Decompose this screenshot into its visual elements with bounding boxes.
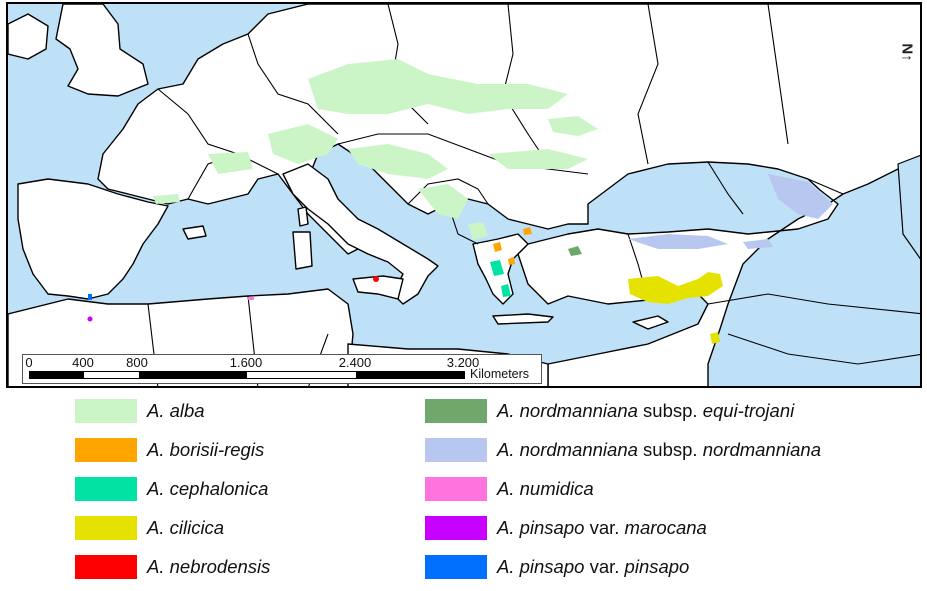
legend-rank: subsp. (643, 399, 698, 421)
legend-species: A. nebrodensis (147, 555, 271, 577)
legend-species: A. nordmanniana (497, 438, 638, 460)
legend-infraspecific: nordmanniana (702, 438, 821, 460)
balearics (182, 225, 207, 240)
great-britain (55, 4, 149, 97)
distribution-equi-trojani (568, 246, 582, 256)
legend-item: A. pinsapo var. pinsapo (425, 550, 821, 583)
scalebar-tick: 800 (126, 355, 148, 370)
legend-species: A. nordmanniana (497, 399, 638, 421)
corsica (297, 206, 309, 227)
legend-swatch (75, 398, 137, 423)
scalebar-tick: 2.400 (338, 355, 372, 370)
distribution-nordmanniana (628, 174, 833, 249)
legend-species: A. cilicica (147, 516, 225, 538)
scalebar-segment (247, 372, 356, 378)
scalebar-bar (29, 371, 465, 379)
legend-rank: var. (589, 555, 620, 577)
legend-label: A. nordmanniana subsp. nordmanniana (497, 439, 821, 461)
legend-item: A. borisii-regis (75, 433, 270, 466)
legend-item: A. cephalonica (75, 472, 270, 505)
scalebar-tick: 0 (25, 355, 33, 370)
scalebar-unit: Kilometers (470, 367, 530, 381)
legend-swatch (75, 515, 137, 540)
scalebar-segment (138, 372, 247, 378)
legend-label: A. pinsapo var. marocana (497, 517, 707, 539)
scalebar-tick: 400 (72, 355, 94, 370)
legend-label: A. cephalonica (147, 478, 268, 500)
distribution-nebrodensis (373, 276, 379, 282)
legend-species: A. pinsapo (497, 555, 585, 577)
legend-swatch (75, 554, 137, 579)
legend-swatch (425, 515, 487, 540)
legend-infraspecific: marocana (624, 516, 707, 538)
scalebar-segment (84, 372, 139, 378)
italy (282, 163, 439, 305)
legend-swatch (425, 476, 487, 501)
distribution-alba (153, 59, 598, 240)
legend-rank: var. (589, 516, 620, 538)
scalebar-segment (355, 372, 464, 378)
north-arrow-icon: N↑ (898, 43, 916, 62)
legend-label: A. cilicica (147, 517, 224, 539)
legend-species: A. borisii-regis (147, 438, 265, 460)
scalebar: 0 400 800 1.600 2.400 3.200 Kilometers (22, 354, 542, 384)
legend-swatch (75, 476, 137, 501)
legend: A. alba A. borisii-regis A. cephalonica A. … (0, 394, 927, 591)
legend-swatch (425, 398, 487, 423)
distribution-marocana (87, 316, 93, 322)
legend-swatch (425, 437, 487, 462)
legend-item: A. numidica (425, 472, 821, 505)
legend-item: A. nordmanniana subsp. equi-trojani (425, 394, 821, 427)
legend-label: A. alba (147, 400, 205, 422)
legend-swatch (425, 554, 487, 579)
scalebar-tick: 3.200 (446, 355, 480, 370)
ireland (8, 13, 49, 60)
legend-rank: subsp. (643, 438, 698, 460)
north-label: N (898, 43, 916, 55)
sardinia (292, 231, 313, 270)
distribution-pinsapo (88, 294, 92, 300)
legend-item: A. pinsapo var. marocana (425, 511, 821, 544)
cyprus (632, 315, 669, 330)
legend-species: A. numidica (497, 477, 594, 499)
legend-species: A. cephalonica (147, 477, 269, 499)
legend-species: A. alba (147, 399, 205, 421)
iberia (17, 178, 169, 300)
distribution-numidica (248, 297, 254, 300)
legend-item: A. cilicica (75, 511, 270, 544)
legend-swatch (75, 437, 137, 462)
europe-map (8, 4, 920, 386)
crete (492, 313, 554, 325)
legend-label: A. pinsapo var. pinsapo (497, 556, 689, 578)
distribution-borisii-regis (493, 227, 532, 265)
legend-label: A. borisii-regis (147, 439, 264, 461)
caspian-sea (897, 154, 920, 260)
legend-item: A. alba (75, 394, 270, 427)
legend-infraspecific: equi-trojani (702, 399, 795, 421)
legend-label: A. numidica (497, 478, 594, 500)
legend-infraspecific: pinsapo (624, 555, 690, 577)
legend-species: A. pinsapo (497, 516, 585, 538)
legend-label: A. nebrodensis (147, 556, 270, 578)
legend-item: A. nordmanniana subsp. nordmanniana (425, 433, 821, 466)
map-frame: N↑ 0 400 800 1.600 2.400 3.200 Kilometer… (6, 2, 922, 388)
scalebar-tick: 1.600 (229, 355, 263, 370)
sicily (352, 275, 404, 300)
scalebar-segment (30, 372, 85, 378)
distribution-cephalonica (490, 260, 511, 297)
legend-item: A. nebrodensis (75, 550, 270, 583)
distribution-cilicica (628, 272, 723, 344)
legend-column-left: A. alba A. borisii-regis A. cephalonica A. … (75, 394, 270, 589)
legend-label: A. nordmanniana subsp. equi-trojani (497, 400, 794, 422)
